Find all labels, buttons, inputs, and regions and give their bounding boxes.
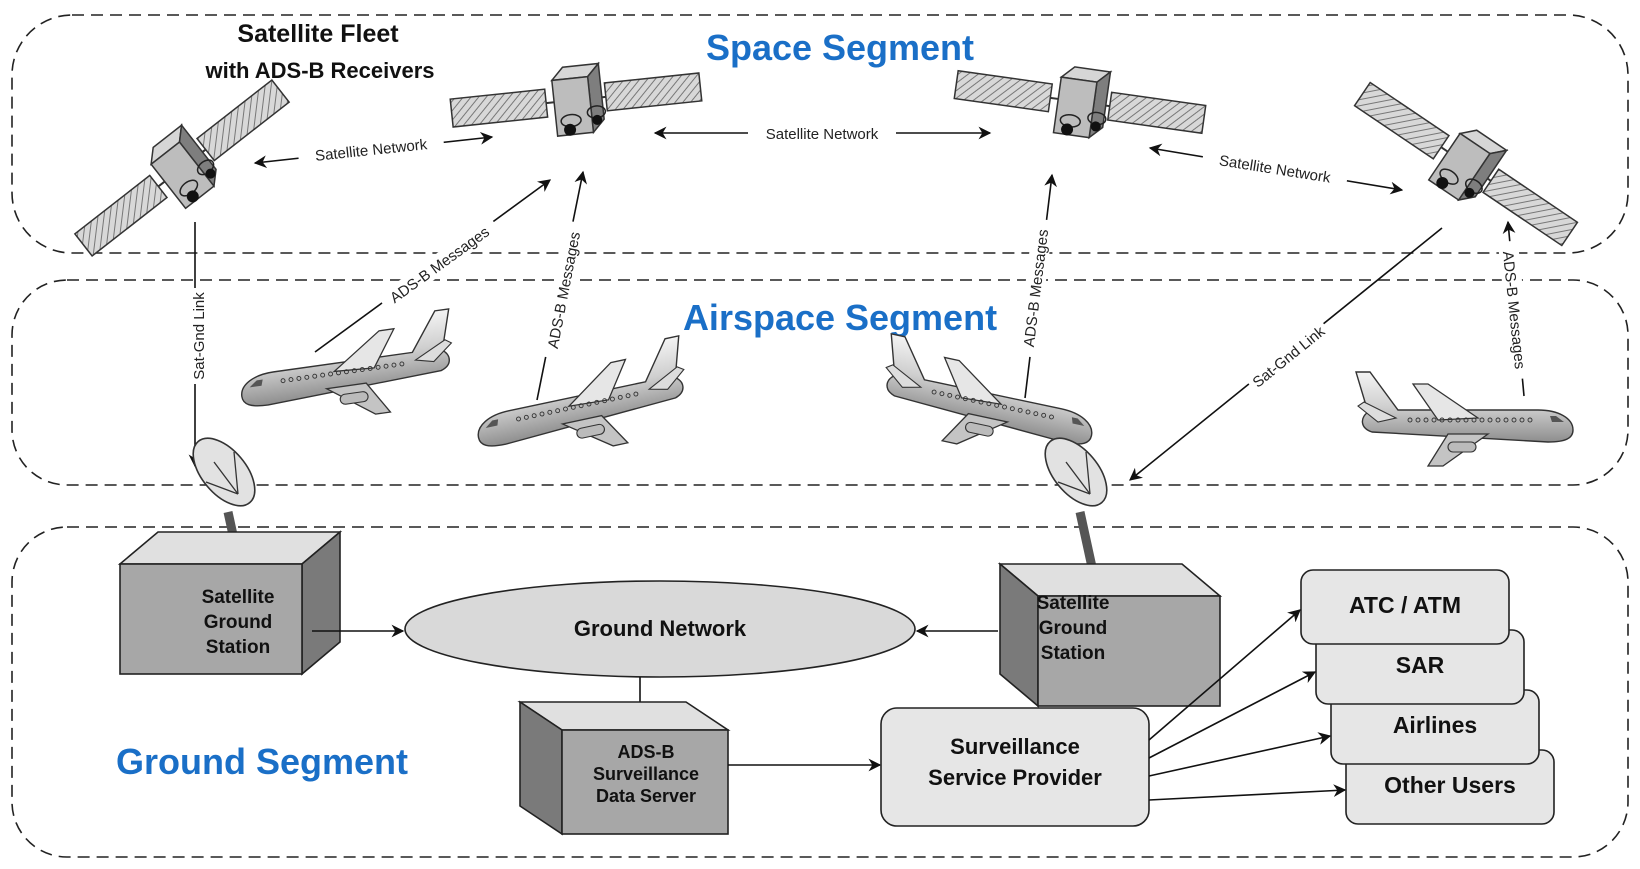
ground-station-box-2-labels: Satellite Ground Station xyxy=(1037,593,1110,664)
service-provider-line1: Surveillance xyxy=(950,734,1080,759)
space-segment-title: Space Segment xyxy=(706,27,974,68)
ground-station-2-line2: Ground xyxy=(1039,618,1108,639)
user-label-other-users: Other Users xyxy=(1384,772,1516,798)
satellite-network-label-2: Satellite Network xyxy=(766,126,879,143)
service-provider-box xyxy=(880,707,1150,827)
satellite-icon-1 xyxy=(61,63,304,274)
airplane-icon-4 xyxy=(1355,371,1574,467)
sat-gnd-label-2: Sat-Gnd Link xyxy=(1250,323,1329,392)
service-provider-line2: Service Provider xyxy=(928,765,1102,790)
sat-gnd-label-1: Sat-Gnd Link xyxy=(191,292,208,380)
data-server-box xyxy=(517,700,731,836)
user-label-airlines: Airlines xyxy=(1393,712,1477,738)
user-box-atc-atm xyxy=(1300,569,1510,645)
ground-station-1-line2: Ground xyxy=(204,612,273,633)
provider-to-sar-arrow xyxy=(1148,671,1317,759)
airspace-segment-border xyxy=(11,279,1629,486)
fleet-title-line2: with ADS-B Receivers xyxy=(204,58,434,83)
ground-segment-border xyxy=(11,526,1629,858)
airplane-icon-2 xyxy=(465,335,699,474)
user-label-sar: SAR xyxy=(1396,652,1445,678)
ground-station-2-line3: Station xyxy=(1041,643,1105,664)
data-server-line2: Surveillance xyxy=(593,764,699,784)
data-server-line3: Data Server xyxy=(596,786,696,806)
provider-to-other-users-arrow xyxy=(1148,784,1347,801)
ads-b-label-1: ADS-B Messages xyxy=(387,224,493,307)
ads-b-label-2: ADS-B Messages xyxy=(545,231,584,350)
ground-segment-title: Ground Segment xyxy=(116,741,408,782)
ground-station-2-line1: Satellite xyxy=(1037,593,1110,614)
satellite-dish-icon-2 xyxy=(1033,427,1118,576)
ground-station-box-1: Satellite Ground Station xyxy=(119,531,341,675)
provider-to-airlines-arrow xyxy=(1148,732,1332,777)
data-server-line1: ADS-B xyxy=(618,742,675,762)
airspace-segment-title: Airspace Segment xyxy=(683,297,997,338)
satellite-icon-4 xyxy=(1341,64,1590,264)
user-label-atc-atm: ATC / ATM xyxy=(1349,592,1461,618)
ground-station-1-line1: Satellite xyxy=(202,587,275,608)
fleet-title-line1: Satellite Fleet xyxy=(237,20,399,48)
space-segment-border xyxy=(11,14,1629,254)
ground-network-ellipse xyxy=(404,580,916,678)
ground-station-1-line3: Station xyxy=(206,637,270,658)
provider-to-atc-arrow xyxy=(1148,609,1301,741)
ground-station-box-2 xyxy=(999,563,1221,707)
ground-network-label: Ground Network xyxy=(574,616,747,641)
satellite-icon-3 xyxy=(950,49,1210,156)
